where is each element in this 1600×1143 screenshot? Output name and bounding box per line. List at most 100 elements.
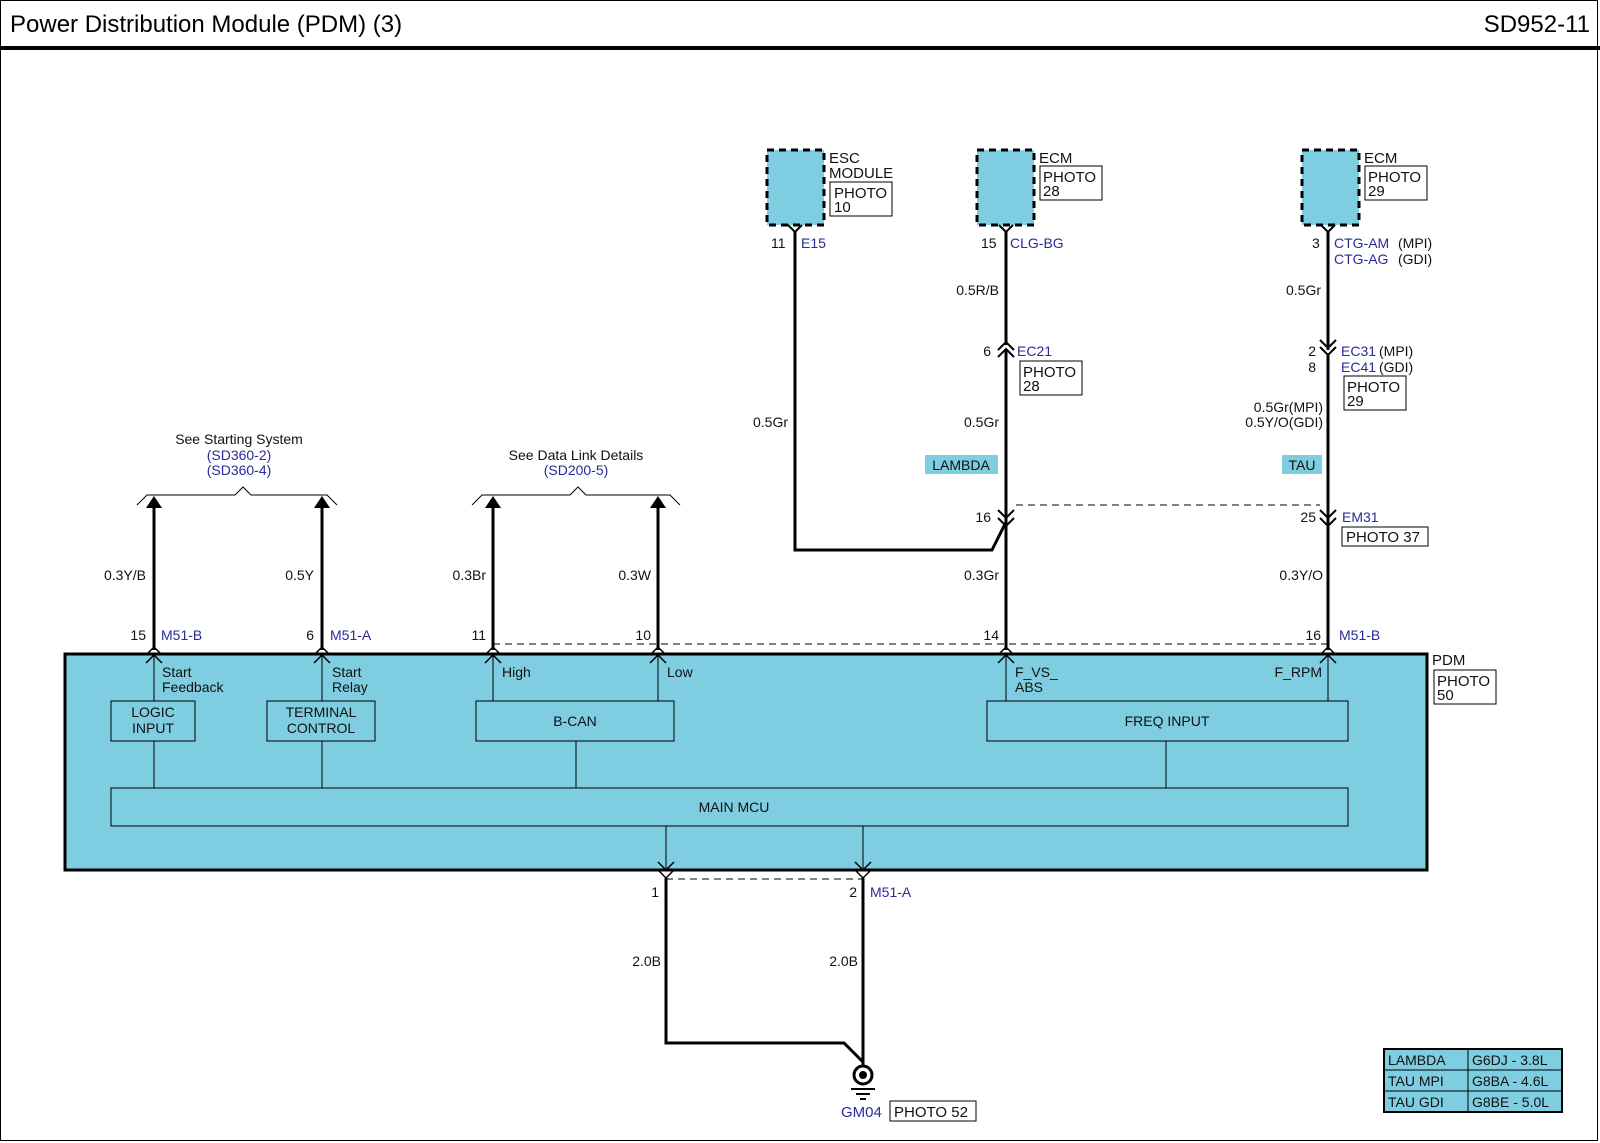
ecm1-photo-number: 28 [1043,183,1060,200]
esc-connector-id[interactable]: E15 [801,235,826,251]
freq-input-label: FREQ INPUT [1125,713,1210,729]
ecm2-connector-gdi[interactable]: CTG-AG [1334,251,1388,267]
ec21-pin: 6 [983,343,991,359]
wire-ground-1-label: 2.0B [632,953,661,969]
wire-ground-2-label: 2.0B [829,953,858,969]
main-mcu-block[interactable] [110,787,1349,827]
tau-tag-label: TAU [1289,457,1316,473]
ec41-pin-gdi: 8 [1308,359,1316,375]
ground-pin-2: 2 [849,884,857,900]
logic-input-block[interactable] [110,700,196,742]
legend-engine-code: G6DJ - 3.8L [1472,1052,1548,1068]
m51b-connector-id-right[interactable]: M51-B [1339,627,1380,643]
ecm1-photo-box[interactable] [1039,165,1103,201]
logic-input-label: LOGIC [131,704,175,720]
data-link-reference: See Data Link Details [509,447,644,463]
freq-input-block[interactable] [986,700,1349,742]
wire-esc[interactable] [793,232,1008,552]
ec31-photo-number: 29 [1347,393,1364,410]
arrow-up-icon [314,496,330,508]
f-vs-abs-label-2: ABS [1015,679,1043,695]
start-feedback-label: Start [162,664,192,680]
terminal-control-block[interactable] [266,700,376,742]
wire-start-feedback-label: 0.3Y/B [104,567,146,583]
m51b-pin-16: 16 [1305,627,1321,643]
start-relay-label-2: Relay [332,679,368,695]
ec21-photo-box[interactable] [1019,360,1083,396]
em31-photo-box[interactable] [1341,526,1429,547]
ecm2-connector-mpi-suffix: (MPI) [1398,235,1432,251]
legend-engine: TAU MPI [1388,1073,1444,1089]
ec21-connector-id[interactable]: EC21 [1017,343,1052,359]
ecm2-connector-gdi-suffix: (GDI) [1398,251,1432,267]
data-link-bracket [471,486,681,506]
ecm2-connector-mpi[interactable]: CTG-AM [1334,235,1389,251]
ground-photo-label: PHOTO 52 [894,1104,968,1121]
ec41-connector-id[interactable]: EC41 [1341,359,1376,375]
pdm-photo-number: 50 [1437,687,1454,704]
data-link-ref-sd200-5[interactable]: (SD200-5) [544,462,609,478]
ecm2-photo-box[interactable] [1364,165,1428,201]
ec31-connector-id[interactable]: EC31 [1341,343,1376,359]
legend-engine-code: G8BA - 4.6L [1472,1073,1548,1089]
wire-ecm2-upper-label: 0.5Gr [1286,282,1321,298]
pdm-internal-lines [153,656,1329,870]
wire-esc-label: 0.5Gr [753,414,788,430]
pdm-photo-box[interactable] [1433,669,1497,705]
legend-engine: TAU GDI [1388,1094,1444,1110]
ec31-photo-label: PHOTO [1347,379,1400,396]
esc-photo-box[interactable] [829,181,893,217]
em31-connector-id[interactable]: EM31 [1342,509,1379,525]
wire-ground-1[interactable] [664,878,865,1064]
wire-can-high-label: 0.3Br [453,567,487,583]
ground-icon [851,1064,875,1100]
starting-ref-sd360-4[interactable]: (SD360-4) [207,462,272,478]
f-rpm-label: F_RPM [1275,664,1322,680]
pdm-photo-label: PHOTO [1437,673,1490,690]
title-bar: Power Distribution Module (PDM) (3) SD95… [0,0,1600,50]
ground-connector-id[interactable]: GM04 [841,1104,882,1121]
ec31-suffix: (MPI) [1379,343,1413,359]
legend-engine: LAMBDA [1388,1052,1446,1068]
ground-pin-1: 1 [651,884,659,900]
m51a-ground-connector-id[interactable]: M51-A [870,884,912,900]
wire-can-low-label: 0.3W [618,567,651,583]
wire-ecm1-lower-label: 0.5Gr [964,414,999,430]
b-can-label: B-CAN [553,713,597,729]
ec21-photo-label: PHOTO [1023,364,1076,381]
pdm-module[interactable] [63,652,1429,872]
ecm2-label: ECM [1364,150,1397,167]
m51b-connector-id-left[interactable]: M51-B [161,627,202,643]
ecm-module-1[interactable]: ECM PHOTO 28 [975,148,1103,227]
ecm2-photo-number: 29 [1368,183,1385,200]
esc-photo-label: PHOTO [834,185,887,202]
ecm1-connector-id[interactable]: CLG-BG [1010,235,1064,251]
m51a-connector-id-left[interactable]: M51-A [330,627,372,643]
ec21-photo-number: 28 [1023,378,1040,395]
arrow-up-icon [650,496,666,508]
terminal-control-label: TERMINAL [286,704,357,720]
lambda-tag [925,455,998,474]
can-high-pin: 11 [471,627,486,643]
terminal-control-label-2: CONTROL [287,720,356,736]
ec31-photo-box[interactable] [1343,375,1407,411]
starting-system-bracket [136,486,338,506]
start-feedback-label-2: Feedback [162,679,224,695]
pdm-pin-terminals [145,645,1337,664]
ecm1-photo-label: PHOTO [1043,169,1096,186]
starting-ref-sd360-2[interactable]: (SD360-2) [207,447,272,463]
b-can-block[interactable] [475,700,675,742]
esc-module[interactable]: ESC MODULE PHOTO 10 [765,148,893,227]
document-id: SD952-11 [1483,11,1590,38]
ecm2-photo-label: PHOTO [1368,169,1421,186]
ecm-module-2[interactable]: ECM PHOTO 29 [1300,148,1428,227]
ground-photo-box[interactable] [889,1100,977,1122]
lambda-tag-label: LAMBDA [932,457,990,473]
em31-tau-pin: 25 [1300,509,1316,525]
can-low-pin: 10 [635,627,651,643]
main-mcu-label: MAIN MCU [699,799,770,815]
esc-photo-number: 10 [834,199,851,216]
ecm2-pin-number: 3 [1312,235,1320,251]
